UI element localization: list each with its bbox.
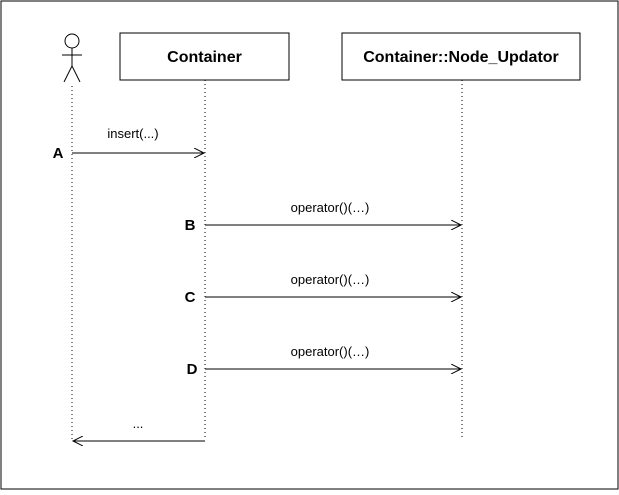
message-b-label: operator()(…): [291, 200, 370, 215]
container-label: Container: [167, 49, 242, 66]
step-d-label: D: [187, 361, 198, 378]
step-b-label: B: [185, 217, 196, 234]
message-d-label: operator()(…): [291, 344, 370, 359]
node-updator-label: Container::Node_Updator: [363, 49, 559, 66]
step-c-label: C: [185, 289, 196, 306]
message-c-label: operator()(…): [291, 272, 370, 287]
message-a-label: insert(...): [107, 126, 158, 141]
return-message-label: ...: [133, 416, 144, 431]
actor-icon: [62, 33, 82, 83]
step-a-label: A: [53, 145, 64, 162]
node-updator-box: [341, 32, 581, 81]
